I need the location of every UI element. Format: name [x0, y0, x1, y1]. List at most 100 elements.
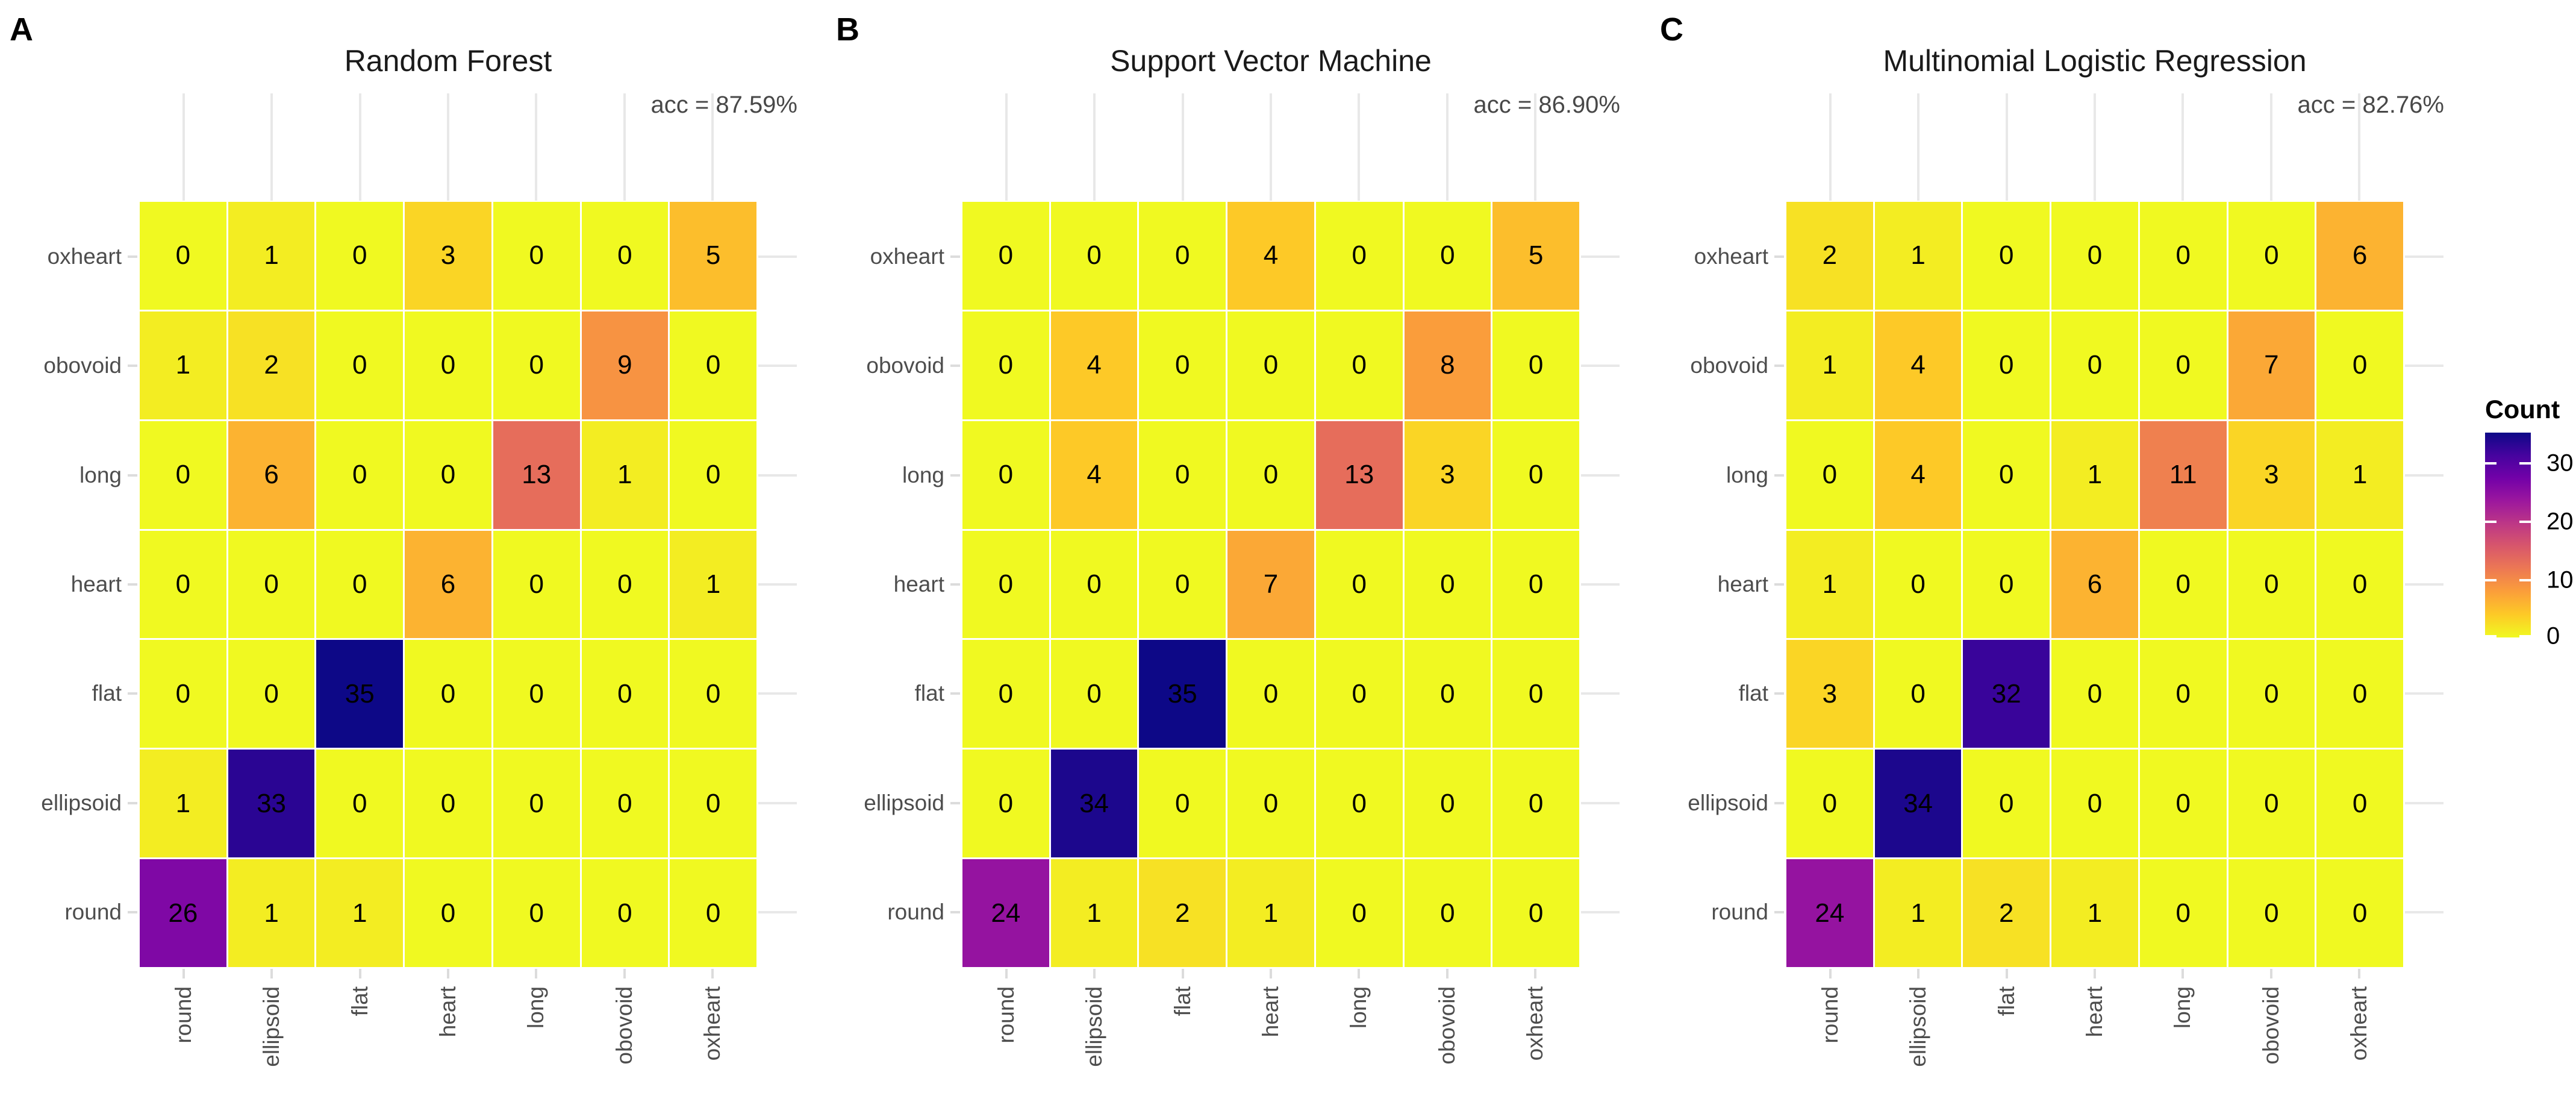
panel-letter-a: A	[10, 11, 33, 48]
heatmap-cell-heart-oxheart: 1	[670, 530, 756, 639]
y-axis-label-flat: flat	[1738, 681, 1768, 706]
x-axis-label-round: round	[1818, 986, 1843, 1044]
heatmap-cell-round-ellipsoid: 1	[1050, 859, 1138, 967]
heatmap-cell-round-obovoid: 0	[1404, 859, 1491, 967]
y-axis-tick	[1774, 255, 1784, 258]
x-axis-tick	[2269, 969, 2272, 978]
heatmap-cell-heart-flat: 0	[316, 530, 404, 639]
x-axis-label-long: long	[523, 986, 549, 1029]
heatmap-cell-flat-round: 0	[140, 640, 226, 748]
y-axis-label-long: long	[902, 462, 944, 487]
heatmap-cell-obovoid-ellipsoid: 4	[1050, 311, 1138, 419]
gridline-stub-top	[2094, 93, 2096, 201]
heatmap-cell-flat-ellipsoid: 0	[1050, 640, 1138, 748]
legend-title: Count	[2485, 395, 2560, 424]
heatmap-cell-ellipsoid-round: 1	[140, 750, 226, 858]
y-axis-tick	[950, 474, 960, 477]
y-axis-tick	[128, 583, 137, 586]
heatmap-cell-oxheart-heart: 3	[405, 202, 491, 310]
heatmap-cell-flat-obovoid: 0	[1404, 640, 1491, 748]
legend-tick-mark	[2485, 578, 2496, 581]
gridline-stub-right	[1581, 255, 1620, 258]
x-axis-label-obovoid: obovoid	[611, 986, 637, 1065]
x-axis-tick	[1829, 969, 1832, 978]
x-axis-tick	[447, 969, 449, 978]
heatmap-cell-oxheart-flat: 0	[316, 202, 404, 310]
heatmap-cell-flat-obovoid: 0	[2228, 640, 2315, 748]
y-axis-tick	[128, 255, 137, 258]
gridline-stub-right	[1581, 583, 1620, 586]
heatmap-cell-obovoid-flat: 0	[1963, 311, 2050, 419]
legend-tick-label-0: 0	[2546, 622, 2560, 650]
heatmap-cell-oxheart-oxheart: 5	[670, 202, 756, 310]
x-axis-label-round: round	[171, 986, 196, 1044]
y-axis-label-ellipsoid: ellipsoid	[1688, 790, 1768, 815]
heatmap-cell-round-obovoid: 0	[2228, 859, 2315, 967]
heatmap-cell-heart-ellipsoid: 0	[1874, 530, 1962, 639]
x-axis-label-oxheart: oxheart	[699, 986, 725, 1061]
x-axis-label-round: round	[994, 986, 1019, 1044]
heatmap-cell-oxheart-long: 0	[2139, 202, 2227, 310]
gridline-stub-right	[758, 474, 797, 477]
y-axis-label-obovoid: obovoid	[1690, 353, 1768, 378]
heatmap-cell-ellipsoid-heart: 0	[405, 750, 491, 858]
heatmap-cell-heart-oxheart: 0	[2316, 530, 2403, 639]
y-axis-label-heart: heart	[70, 572, 122, 596]
heatmap-cell-oxheart-round: 0	[962, 202, 1049, 310]
y-axis-tick	[128, 801, 137, 804]
heatmap-cell-heart-round: 0	[962, 530, 1049, 639]
gridline-stub-top	[358, 93, 361, 201]
x-axis-label-flat: flat	[347, 986, 372, 1016]
x-axis-tick	[535, 969, 538, 978]
heatmap-cell-obovoid-long: 0	[1315, 311, 1403, 419]
heatmap-cell-long-oxheart: 1	[2316, 421, 2403, 529]
heatmap-cell-long-round: 0	[1786, 421, 1873, 529]
heatmap-cell-oxheart-ellipsoid: 1	[228, 202, 315, 310]
heatmap-cell-oxheart-oxheart: 5	[1492, 202, 1579, 310]
heatmap-cell-oxheart-long: 0	[493, 202, 580, 310]
gridline-stub-right	[2405, 583, 2443, 586]
x-axis-label-heart: heart	[2082, 986, 2107, 1038]
y-axis-tick	[950, 365, 960, 368]
gridline-stub-top	[535, 93, 538, 201]
y-axis-label-flat: flat	[914, 681, 944, 706]
heatmap-cell-flat-long: 0	[1315, 640, 1403, 748]
heatmap-cell-long-obovoid: 1	[581, 421, 669, 529]
gridline-stub-right	[758, 583, 797, 586]
legend-tick-label-20: 20	[2546, 508, 2574, 535]
x-axis-tick	[711, 969, 714, 978]
heatmap-cell-heart-long: 0	[1315, 530, 1403, 639]
x-axis-tick	[1270, 969, 1272, 978]
heatmap-cell-round-long: 0	[1315, 859, 1403, 967]
y-axis-tick	[1774, 692, 1784, 695]
heatmap-cell-oxheart-oxheart: 6	[2316, 202, 2403, 310]
heatmap-cell-flat-flat: 35	[1139, 640, 1226, 748]
heatmap-cell-long-heart: 0	[1227, 421, 1314, 529]
heatmap-cell-obovoid-oxheart: 0	[1492, 311, 1579, 419]
y-axis-tick	[1774, 474, 1784, 477]
heatmap-cell-flat-heart: 0	[1227, 640, 1314, 748]
y-axis-tick	[1774, 583, 1784, 586]
heatmap-cell-obovoid-heart: 0	[2051, 311, 2138, 419]
gridline-stub-top	[1829, 93, 1832, 201]
heatmap-cell-long-obovoid: 3	[1404, 421, 1491, 529]
heatmap-cell-oxheart-obovoid: 0	[581, 202, 669, 310]
y-axis-label-heart: heart	[893, 572, 944, 596]
x-axis-tick	[2181, 969, 2185, 978]
heatmap-cell-heart-round: 1	[1786, 530, 1873, 639]
heatmap-cell-round-long: 0	[493, 859, 580, 967]
gridline-stub-right	[1581, 911, 1620, 914]
x-axis-label-ellipsoid: ellipsoid	[259, 986, 284, 1067]
x-axis-tick	[2094, 969, 2096, 978]
panel-letter-c: C	[1660, 11, 1683, 48]
heatmap-cell-long-long: 13	[1315, 421, 1403, 529]
heatmap-cell-oxheart-heart: 4	[1227, 202, 1314, 310]
gridline-stub-top	[2269, 93, 2272, 201]
gridline-stub-top	[447, 93, 449, 201]
heatmap-cell-long-heart: 0	[405, 421, 491, 529]
gridline-stub-top	[2357, 93, 2360, 201]
gridline-stub-top	[1533, 93, 1536, 201]
heatmap-cell-obovoid-flat: 0	[1139, 311, 1226, 419]
gridline-stub-right	[758, 365, 797, 368]
y-axis-label-long: long	[1726, 462, 1768, 487]
